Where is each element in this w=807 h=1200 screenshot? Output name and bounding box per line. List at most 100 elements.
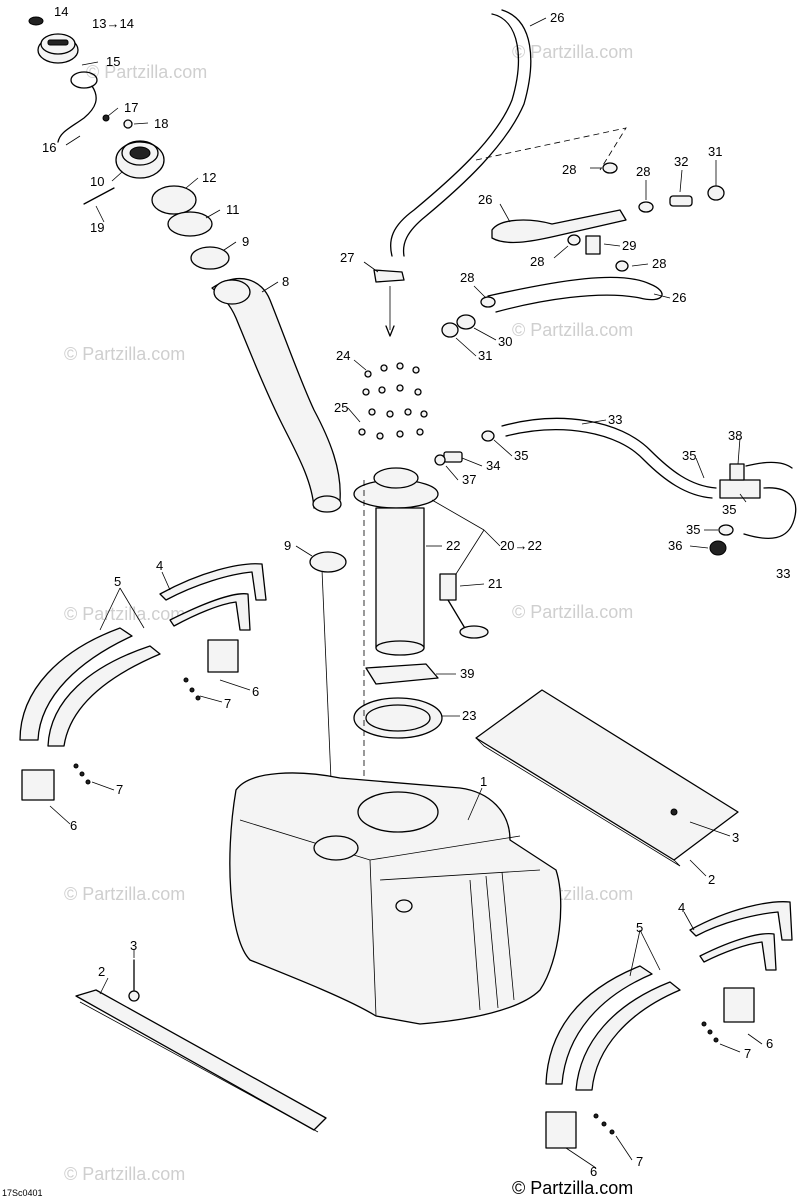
- callout-label: 7: [116, 782, 123, 797]
- small-plug: [28, 16, 44, 26]
- callout-label: 31: [478, 348, 492, 363]
- screw-3b: [128, 990, 140, 1002]
- watermark-text: © Partzilla.com: [512, 42, 633, 62]
- arrow: [385, 325, 395, 337]
- cap-36: [709, 540, 727, 556]
- watermark-text: © Partzilla.com: [86, 62, 207, 82]
- callout-label: 35: [682, 448, 696, 463]
- callout-label: 9: [284, 538, 291, 553]
- fitting-30: [456, 314, 476, 330]
- vent-hose-top-line: [390, 13, 520, 257]
- fitting-32: [669, 195, 693, 207]
- callout-label: 14: [54, 4, 68, 19]
- callout-label: 20→22: [500, 538, 542, 553]
- callout-label: 34: [486, 458, 500, 473]
- callout-label: 13→14: [92, 16, 134, 31]
- hose-clamp-9: [309, 551, 347, 573]
- fitting-31: [441, 322, 459, 338]
- tee-29: [585, 235, 601, 255]
- fitting-28b: [638, 201, 654, 213]
- callout-label: 35: [686, 522, 700, 537]
- filler-neck: [115, 141, 165, 179]
- vent-hose-lower: [487, 276, 663, 313]
- filler-hose: [211, 278, 342, 513]
- callout-label: 37: [462, 472, 476, 487]
- watermarks: © Partzilla.com © Partzilla.com © Partzi…: [64, 42, 633, 1184]
- callout-label: 26: [478, 192, 492, 207]
- callout-label: 7: [636, 1154, 643, 1169]
- strap-left-3: [159, 563, 267, 601]
- fitting-28e: [480, 296, 496, 308]
- level-sender: [439, 573, 457, 601]
- heat-shield-right-edge: [475, 737, 681, 867]
- callout-label: 18: [154, 116, 168, 131]
- tank-edge: [369, 859, 377, 1017]
- callout-label: 30: [498, 334, 512, 349]
- heat-shield-left: [75, 959, 327, 1133]
- footer-brand: © Partzilla.com: [512, 1178, 633, 1198]
- callout-label: 12: [202, 170, 216, 185]
- callout-labels: 14 13→14 15 17 18 16 10 12 11 19 9 8 26 …: [42, 4, 790, 1179]
- callout-label: 6: [766, 1036, 773, 1051]
- callout-label: 8: [282, 274, 289, 289]
- heat-shield-left-edge: [79, 1001, 319, 1133]
- callout-label: 28: [460, 270, 474, 285]
- vent-pin: [83, 187, 115, 205]
- tank-ribs: [469, 871, 515, 1011]
- seal-ring: [167, 211, 213, 237]
- fitting-34: [443, 451, 463, 463]
- bracket-right-6: [723, 987, 755, 1023]
- fuel-tank-body: [229, 772, 562, 1025]
- filler-neck-rim: [121, 140, 159, 166]
- callout-label: 3: [130, 938, 137, 953]
- callout-label: 31: [708, 144, 722, 159]
- callout-label: 6: [252, 684, 259, 699]
- screw-3: [670, 808, 678, 816]
- callout-label: 28: [530, 254, 544, 269]
- callout-label: 21: [488, 576, 502, 591]
- hose-stub: [745, 461, 793, 469]
- callout-label: 19: [90, 220, 104, 235]
- hose-clamp-upper: [190, 246, 230, 270]
- pump-bottom: [375, 640, 425, 656]
- callout-label: 39: [460, 666, 474, 681]
- callout-label: 5: [636, 920, 643, 935]
- fuel-line-upper: [501, 417, 717, 489]
- ring-23-inner: [365, 704, 431, 732]
- pump-top: [373, 467, 419, 489]
- diagram-code: 17Sc0401: [2, 1188, 43, 1198]
- callout-label: 33: [608, 412, 622, 427]
- tank-filler-opening: [313, 835, 359, 861]
- vent-hose-top: [390, 9, 627, 257]
- cap-gasket: [70, 71, 98, 89]
- callout-label: 10: [90, 174, 104, 189]
- bracket-6b: [21, 769, 55, 801]
- tee-38: [719, 479, 761, 499]
- callout-label: 7: [744, 1046, 751, 1061]
- strap-left-2: [47, 645, 161, 747]
- callout-label: 28: [636, 164, 650, 179]
- strap-right-4: [699, 932, 777, 971]
- callout-label: 9: [242, 234, 249, 249]
- washer: [123, 119, 133, 129]
- heat-shield-left-body: [75, 989, 327, 1131]
- callout-label: 3: [732, 830, 739, 845]
- valve-27: [373, 269, 405, 283]
- vent-hoses-right: [441, 162, 725, 338]
- gasket-39: [365, 663, 439, 685]
- fitting-28d: [615, 260, 629, 272]
- filler-hose-end: [213, 279, 251, 305]
- fitting-35: [481, 430, 495, 442]
- fitting-37: [434, 454, 446, 466]
- straps-right: [545, 901, 793, 1149]
- filler-cap-assembly: [28, 16, 230, 270]
- callout-label: 6: [70, 818, 77, 833]
- fuel-line-loop: [743, 487, 797, 540]
- cap-grip: [47, 39, 69, 46]
- strap-right-2: [575, 981, 681, 1091]
- watermark-text: © Partzilla.com: [512, 602, 633, 622]
- fuel-line-upper-2: [505, 429, 713, 499]
- callout-label: 33: [776, 566, 790, 581]
- watermark-text: © Partzilla.com: [64, 604, 185, 624]
